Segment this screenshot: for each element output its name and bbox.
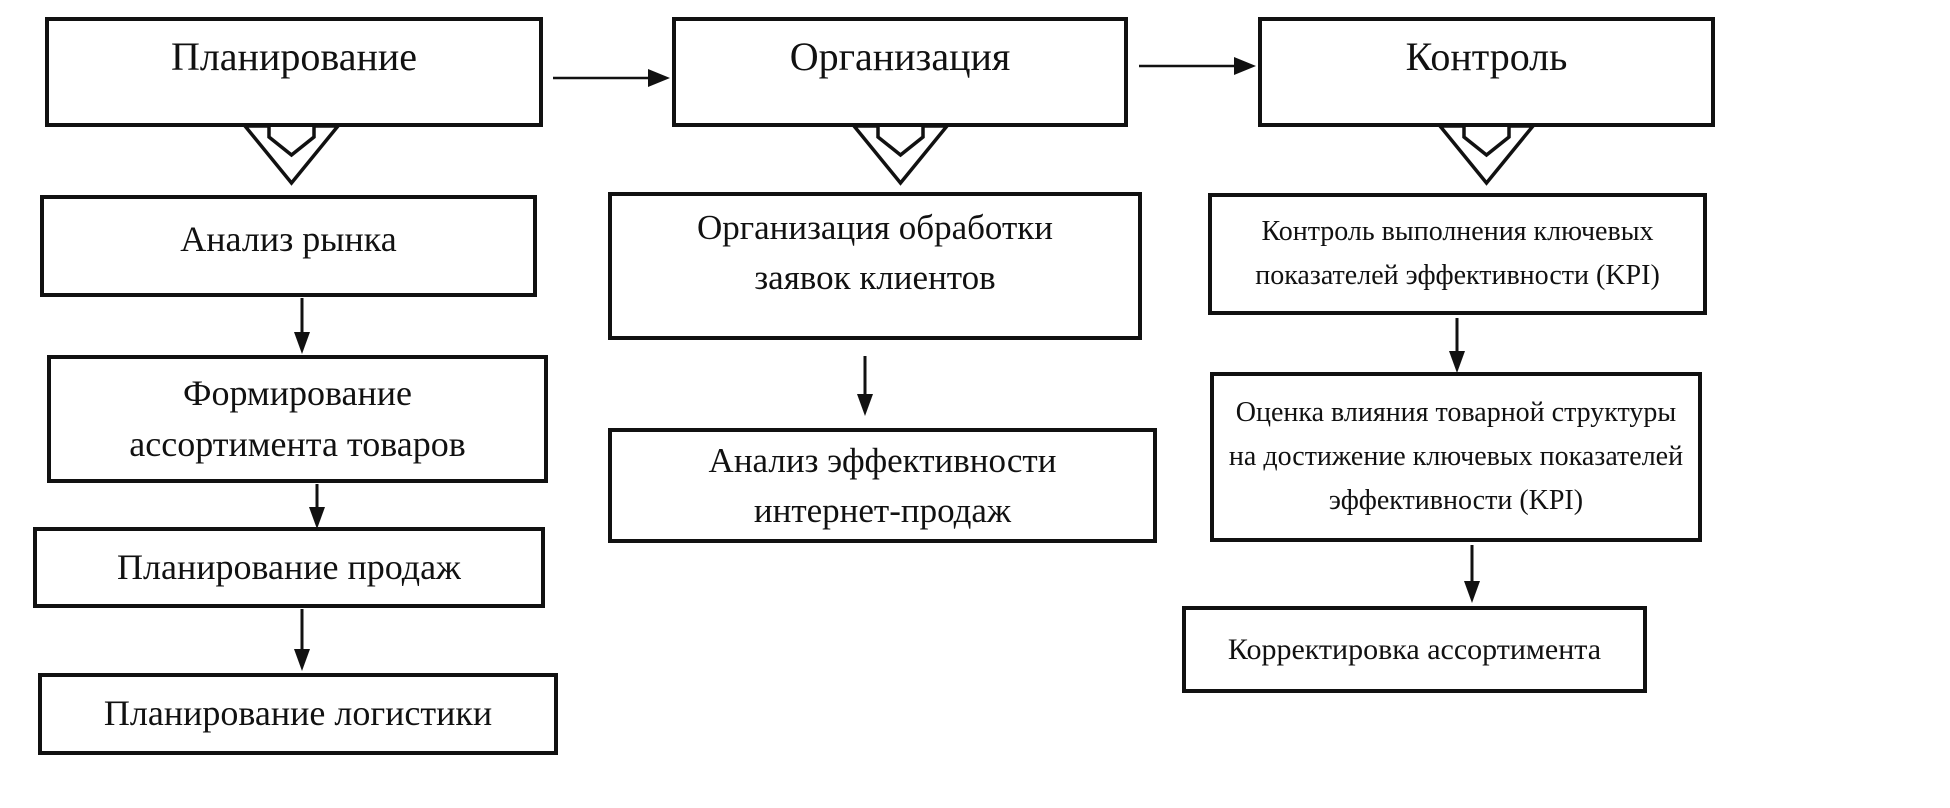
structure-impact-assessment-box: Оценка влияния товарной структуры на дос… xyxy=(1210,372,1702,542)
assortment-formation-box: Формирование ассортимента товаров xyxy=(47,355,548,483)
assortment-formation-label: Формирование ассортимента товаров xyxy=(129,372,466,464)
block-down-arrow-icon xyxy=(852,124,949,186)
thin-down-arrow-icon xyxy=(291,609,313,671)
order-processing-box: Организация обработки заявок клиентов xyxy=(608,192,1142,340)
planning-header-label: Планирование xyxy=(170,34,418,79)
planning-header-box: Планирование xyxy=(45,17,543,127)
control-header-box: Контроль xyxy=(1258,17,1715,127)
block-down-arrow-icon xyxy=(1438,124,1535,186)
online-sales-analysis-box: Анализ эффективности интернет-продаж xyxy=(608,428,1157,543)
thin-down-arrow-icon xyxy=(291,298,313,354)
assortment-adjustment-box: Корректировка ассортимента xyxy=(1182,606,1647,693)
assortment-adjustment-label: Корректировка ассортимента xyxy=(1227,632,1602,666)
online-sales-analysis-label: Анализ эффективности интернет-продаж xyxy=(708,440,1057,530)
market-analysis-box: Анализ рынка xyxy=(40,195,537,297)
sales-planning-box: Планирование продаж xyxy=(33,527,545,608)
structure-impact-assessment-label: Оценка влияния товарной структуры на дос… xyxy=(1228,396,1684,517)
organization-header-box: Организация xyxy=(672,17,1128,127)
market-analysis-label: Анализ рынка xyxy=(180,219,397,260)
right-arrow-icon xyxy=(553,67,671,89)
thin-down-arrow-icon xyxy=(1461,545,1483,603)
order-processing-label: Организация обработки заявок клиентов xyxy=(696,208,1053,297)
organization-header-label: Организация xyxy=(789,34,1011,79)
control-header-label: Контроль xyxy=(1405,34,1568,79)
sales-planning-label: Планирование продаж xyxy=(117,546,461,587)
kpi-control-box: Контроль выполнения ключевых показателей… xyxy=(1208,193,1707,315)
thin-down-arrow-icon xyxy=(306,484,328,529)
thin-down-arrow-icon xyxy=(854,356,876,416)
right-arrow-icon xyxy=(1139,55,1257,77)
kpi-control-label: Контроль выполнения ключевых показателей… xyxy=(1255,215,1660,291)
thin-down-arrow-icon xyxy=(1446,318,1468,373)
block-down-arrow-icon xyxy=(243,124,340,186)
logistics-planning-label: Планирование логистики xyxy=(103,693,493,734)
logistics-planning-box: Планирование логистики xyxy=(38,673,558,755)
